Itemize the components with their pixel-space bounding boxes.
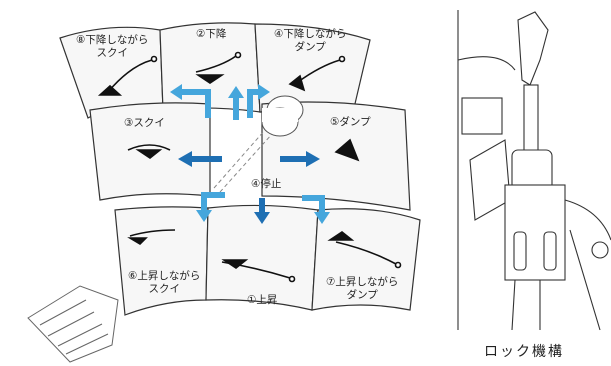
label-lower-dump-line2: ダンプ <box>294 41 326 53</box>
hand-sketch <box>27 285 119 363</box>
panel-raise-scoop <box>114 206 209 316</box>
label-raise-dump-line2: ダンプ <box>346 289 378 301</box>
label-dump: ⑤ダンプ <box>330 116 371 129</box>
label-raise-scoop: ⑥上昇しながら スクイ <box>128 270 200 296</box>
label-lower-line1: ②下降 <box>196 28 227 40</box>
label-lower-dump-line1: ④下降しながら <box>274 28 347 40</box>
caption-lock-mechanism: ロック機構 <box>484 344 564 360</box>
label-lower: ②下降 <box>196 28 226 41</box>
label-lower-dump: ④下降しながら ダンプ <box>274 28 346 54</box>
lever-knob-icon <box>261 95 304 137</box>
label-raise-dump-line1: ⑦上昇しながら <box>326 276 399 288</box>
label-lower-scoop-line2: スクイ <box>96 47 128 59</box>
label-raise-scoop-line2: スクイ <box>148 283 180 295</box>
label-raise-scoop-line1: ⑥上昇しながら <box>128 270 201 282</box>
label-raise-line1: ①上昇 <box>247 294 278 306</box>
lever-mechanism-drawing <box>457 10 611 331</box>
label-raise: ①上昇 <box>247 294 277 307</box>
panel-dump <box>261 101 411 211</box>
label-scoop: ③スクイ <box>124 117 165 130</box>
label-lower-scoop: ⑧下降しながら スクイ <box>76 34 148 60</box>
arrow-raise-scoop <box>201 192 225 212</box>
label-raise-dump: ⑦上昇しながら ダンプ <box>326 276 398 302</box>
label-lower-scoop-line1: ⑧下降しながら <box>76 34 149 46</box>
label-stop-line1: ④停止 <box>251 178 282 190</box>
arrow-raise-dump <box>302 195 325 214</box>
label-dump-line1: ⑤ダンプ <box>330 116 371 128</box>
arrow-lower-scoop <box>180 89 211 118</box>
label-scoop-line1: ③スクイ <box>124 117 165 129</box>
label-stop: ④停止 <box>251 178 281 191</box>
